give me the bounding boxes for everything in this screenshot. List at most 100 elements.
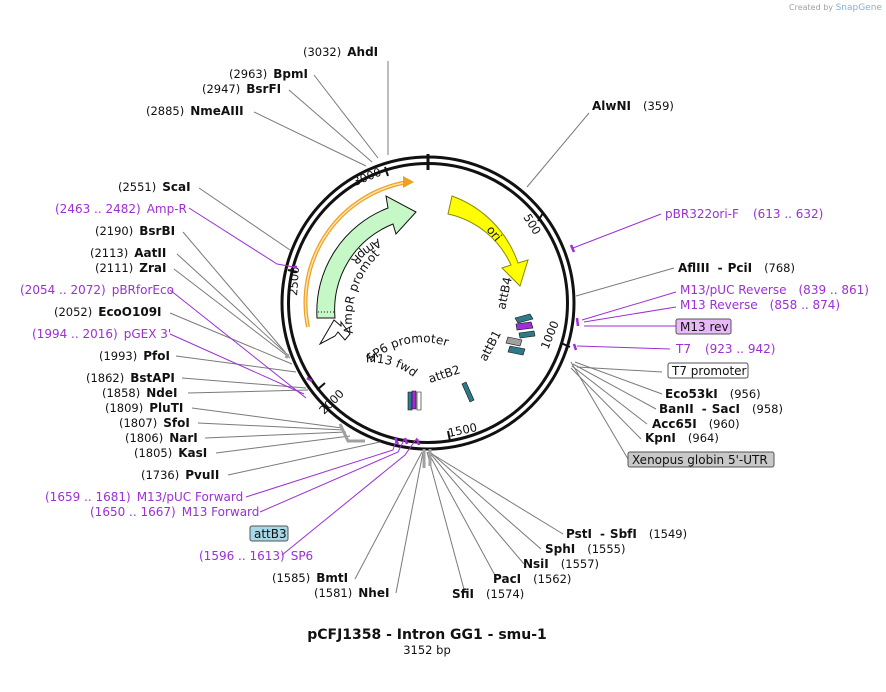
psti-name: PstI [566, 527, 592, 541]
pluti-name: PluTI [149, 401, 183, 415]
m13-puc-reverse-name: M13/pUC Reverse [680, 283, 787, 297]
t7-name: T7 [675, 342, 691, 356]
m13-rev-box-label: M13 rev [680, 320, 729, 334]
eco53ki-name: Eco53kI [665, 387, 718, 401]
right-leader-lines [354, 112, 675, 594]
pfoi-name: PfoI [143, 349, 170, 363]
enzyme-ndei[interactable]: (1858)NdeI [102, 386, 178, 400]
acc65i-name: Acc65I [652, 417, 697, 431]
left-gray-lines [284, 353, 365, 443]
zrai-position: (2111) [95, 261, 133, 275]
eco53ki-position: (956) [730, 387, 761, 401]
enzyme-sphi[interactable]: SphI(1555) [545, 542, 626, 556]
bsrfi-name: BsrFI [246, 82, 281, 96]
primer-sp6[interactable]: (1596 .. 1613)SP6 [199, 549, 313, 563]
enzyme-nmeaiii[interactable]: (2885)NmeAIII [146, 104, 244, 118]
pbr322ori-f-range: (613 .. 632) [753, 207, 823, 221]
enzyme-alwni[interactable]: AlwNI(359) [592, 99, 674, 113]
aatii-name: AatII [134, 246, 166, 260]
ecoo109i-position: (2052) [54, 305, 92, 319]
nmeaiii-name: NmeAIII [190, 104, 243, 118]
nhei-name: NheI [358, 586, 389, 600]
left-primer-lines [169, 207, 418, 556]
enzyme-bsrbi[interactable]: (2190)BsrBI [95, 224, 175, 238]
enzyme-nhei[interactable]: (1581)NheI [314, 586, 389, 600]
right-gray-lines [422, 449, 432, 468]
enzyme-pvuii[interactable]: (1736) PvuII [141, 468, 219, 482]
enzyme-kasi[interactable]: (1805)KasI [134, 446, 207, 460]
primer-pbr322ori-f[interactable]: pBR322ori-F (613 .. 632) [665, 207, 823, 221]
enzyme-afliii-pcii[interactable]: AflIII-PciI(768) [678, 261, 795, 275]
enzyme-nsii[interactable]: NsiI(1557) [523, 557, 599, 571]
sbfi-name: SbfI [610, 527, 637, 541]
bmti-position: (1585) [272, 571, 310, 585]
enzyme-sfoi[interactable]: (1807)SfoI [119, 416, 190, 430]
m13-forward-name: M13 Forward [182, 505, 260, 519]
ndei-position: (1858) [102, 386, 140, 400]
attb3-box-label: attB3 [254, 527, 287, 541]
pbr322ori-f-name: pBR322ori-F [665, 207, 739, 221]
kasi-name: KasI [178, 446, 207, 460]
map-title: pCFJ1358 - Intron GG1 - smu-1 [307, 627, 547, 643]
nari-position: (1806) [125, 431, 163, 445]
enzyme-scai[interactable]: (2551)ScaI [118, 180, 191, 194]
enzyme-acc65i[interactable]: Acc65I(960) [652, 417, 740, 431]
afliii-separator: - [718, 261, 723, 275]
tick-label-500: 500 [520, 211, 544, 237]
pvuii-position: (1736) [141, 468, 179, 482]
enzyme-pfoi[interactable]: (1993)PfoI [99, 349, 170, 363]
m13-rev-box [675, 318, 732, 335]
bstapi-name: BstAPI [130, 371, 175, 385]
m13-reverse-name: M13 Reverse [680, 298, 758, 312]
alwni-position: (359) [643, 99, 674, 113]
bpmi-position: (2963) [229, 67, 267, 81]
primer-pbrforeco[interactable]: (2054 .. 2072)pBRforEco [20, 283, 174, 297]
primer-t7[interactable]: T7(923 .. 942) [675, 342, 775, 356]
amp-r-range: (2463 .. 2482) [55, 202, 141, 216]
snapgene-brand: SnapGene [835, 3, 882, 13]
enzyme-eco53ki[interactable]: Eco53kI (956) [665, 387, 761, 401]
nsii-position: (1557) [561, 557, 599, 571]
enzyme-bpmi[interactable]: (2963)BpmI [229, 67, 308, 81]
bsrbi-name: BsrBI [139, 224, 175, 238]
primer-m13-puc-forward[interactable]: (1659 .. 1681)M13/pUC Forward [45, 490, 243, 504]
enzyme-pluti[interactable]: (1809)PluTI [105, 401, 183, 415]
enzyme-ecoo109i[interactable]: (2052)EcoO109I [54, 305, 162, 319]
enzyme-kpni[interactable]: KpnI(964) [645, 431, 719, 445]
tick-label-1000: 1000 [538, 319, 562, 351]
right-primer-lines [572, 213, 677, 350]
enzyme-psti-sbfi[interactable]: PstI-SbfI (1549) [566, 527, 687, 541]
pcii-name: PciI [728, 261, 753, 275]
primer-m13-forward[interactable]: (1650 .. 1667)M13 Forward [90, 505, 259, 519]
enzyme-aatii[interactable]: (2113)AatII [90, 246, 166, 260]
sfoi-name: SfoI [163, 416, 190, 430]
tick-marks [287, 166, 571, 442]
enzyme-banii-saci[interactable]: BanII-SacI(958) [659, 402, 783, 416]
enzyme-sfii[interactable]: SfiI(1574) [452, 587, 524, 601]
pvuii-name: PvuII [185, 468, 219, 482]
enzyme-bstapi[interactable]: (1862)BstAPI [86, 371, 175, 385]
psti-separator: - [600, 527, 605, 541]
attb3-box [249, 525, 289, 542]
enzyme-paci[interactable]: PacI(1562) [493, 572, 571, 586]
psti-position: (1549) [649, 527, 687, 541]
sfii-position: (1574) [486, 587, 524, 601]
enzyme-ahdi[interactable]: (3032)AhdI [303, 45, 378, 59]
m13-puc-forward-range: (1659 .. 1681) [45, 490, 131, 504]
primer-amp-r[interactable]: (2463 .. 2482) Amp-R [55, 202, 187, 216]
t7-promoter-box-label: T7 promoter [671, 364, 747, 378]
enzyme-bmti[interactable]: (1585)BmtI [272, 571, 348, 585]
m13-fwd-label: M13 fwd [366, 351, 420, 379]
primer-pgex3[interactable]: (1994 .. 2016)pGEX 3' [32, 327, 171, 341]
afliii-name: AflIII [678, 261, 710, 275]
left-leader-lines [169, 61, 389, 476]
amp-r-name: Amp-R [147, 202, 187, 216]
primer-m13-puc-reverse[interactable]: M13/pUC Reverse(839 .. 861) [680, 283, 869, 297]
enzyme-nari[interactable]: (1806) NarI [125, 431, 198, 445]
enzyme-zrai[interactable]: (2111)ZraI [95, 261, 166, 275]
primer-m13-reverse[interactable]: M13 Reverse(858 .. 874) [680, 298, 840, 312]
snapgene-credit: Created by SnapGene [789, 3, 882, 13]
enzyme-bsrfi[interactable]: (2947)BsrFI [202, 82, 281, 96]
banii-name: BanII [659, 402, 694, 416]
nari-name: NarI [169, 431, 198, 445]
